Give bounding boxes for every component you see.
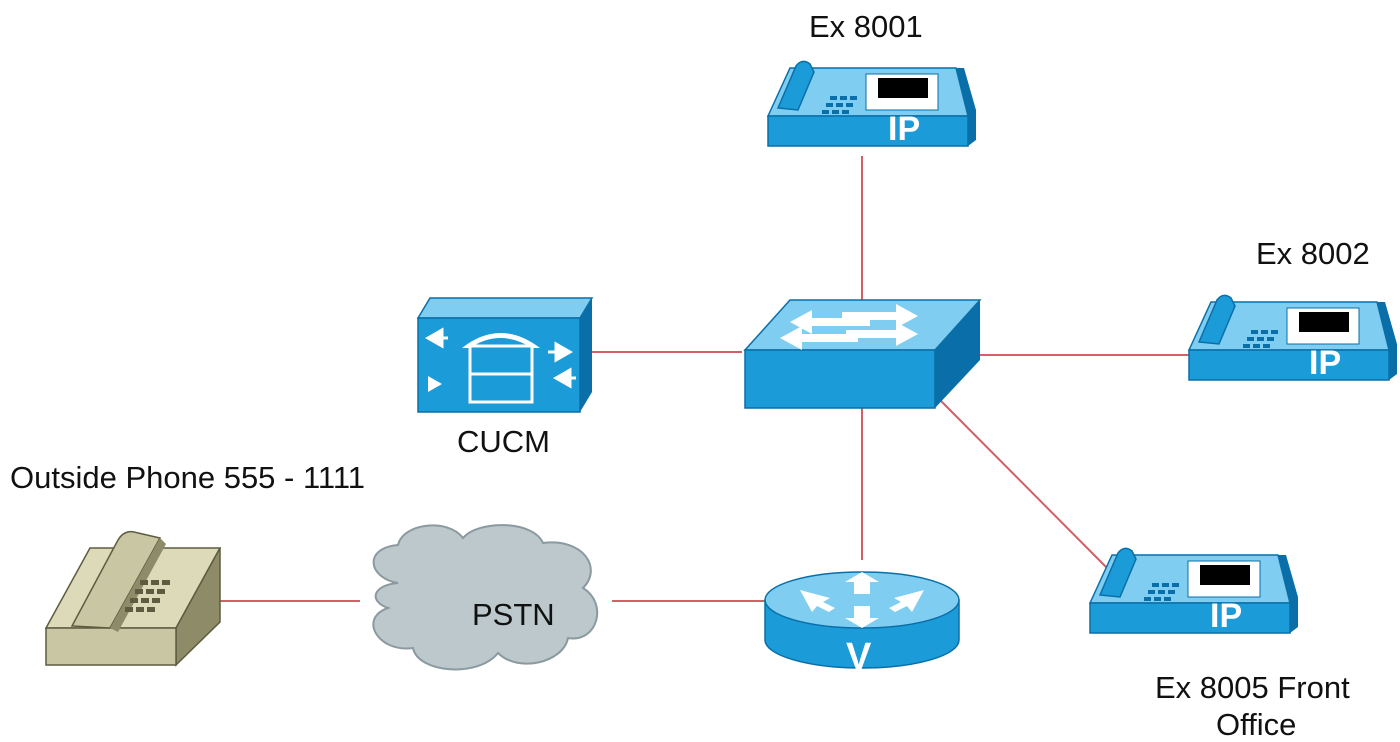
label-ex-8005-line2: Office <box>1216 707 1296 742</box>
voice-router: V <box>764 571 960 678</box>
analog-phone-icon <box>44 530 222 667</box>
label-ex-8002: Ex 8002 <box>1256 236 1370 271</box>
label-outside-phone: Outside Phone 555 - 1111 <box>10 460 365 495</box>
switch-icon <box>743 299 982 409</box>
link-switch-phone-8005 <box>939 399 1116 577</box>
ip-phone-icon <box>1089 547 1299 634</box>
cucm-server: CUCM <box>416 297 594 459</box>
label-ex-8005-line1: Ex 8005 Front <box>1155 670 1350 705</box>
pstn-cloud: PSTN <box>372 524 599 671</box>
ip-badge: IP <box>1210 597 1242 635</box>
router-badge: V <box>846 636 872 678</box>
label-cucm: CUCM <box>457 424 550 459</box>
links <box>218 156 1192 602</box>
label-ex-8001: Ex 8001 <box>809 9 923 44</box>
voice-router-icon: V <box>764 571 960 678</box>
ip-phone-icon <box>767 60 977 147</box>
ip-phone-8005: IP <box>1089 547 1299 635</box>
ip-phone-8001: IP <box>767 60 977 148</box>
switch <box>743 299 982 409</box>
call-manager-icon <box>416 297 594 413</box>
label-pstn: PSTN <box>472 597 555 632</box>
ip-badge: IP <box>888 110 920 148</box>
ip-phone-8002: IP <box>1188 294 1398 382</box>
ip-badge: IP <box>1309 344 1341 382</box>
outside-phone: Outside Phone 555 - 1111 <box>10 460 365 667</box>
ip-phone-icon <box>1188 294 1398 381</box>
